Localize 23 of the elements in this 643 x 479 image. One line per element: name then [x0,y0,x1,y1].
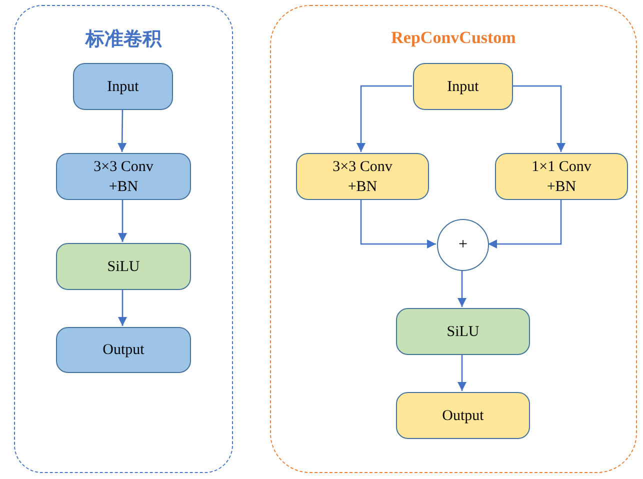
arrow [118,199,128,242]
arrow [488,199,562,249]
sum-circle: + [437,219,489,271]
arrow [118,289,128,326]
process-box: 1×1 Conv +BN [495,153,628,200]
dashed-group-frame [270,5,637,473]
arrow [457,270,467,307]
process-box: Output [56,327,191,373]
process-box: SiLU [396,308,530,355]
arrow [118,109,127,152]
process-box: Output [396,392,530,439]
arrow [512,85,566,152]
arrow [457,354,467,391]
process-box: 3×3 Conv +BN [56,153,191,200]
process-box: 3×3 Conv +BN [296,153,429,200]
group-title: 标准卷积 [84,28,163,52]
dashed-group-frame [14,5,233,473]
process-box: SiLU [56,243,191,290]
arrow [360,199,436,249]
group-title: RepConvCustom [390,28,517,48]
process-box: Input [413,63,513,110]
process-box: Input [73,63,173,110]
arrow [356,85,412,152]
